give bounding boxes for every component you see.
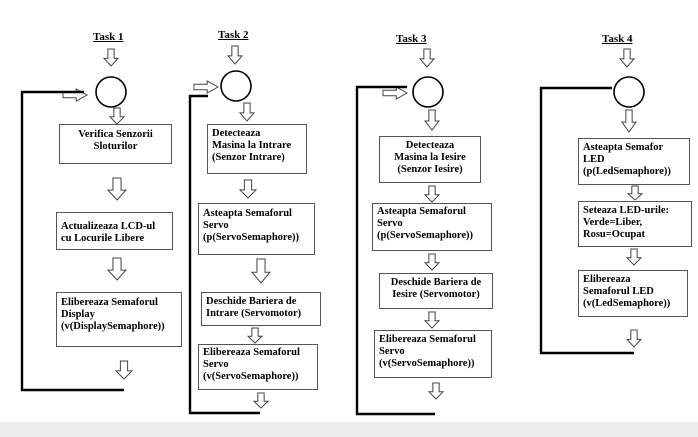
task2-step4-box: Elibereaza Semaforul Servo (v(ServoSemap… — [198, 344, 318, 390]
task1-step3-box: Elibereaza Semaforul Display (v(DisplayS… — [56, 292, 182, 347]
down-arrow-25 — [625, 329, 643, 348]
task1-title: Task 1 — [93, 31, 124, 43]
task2-junction-circle — [220, 70, 252, 102]
down-arrow-16 — [423, 109, 441, 131]
task3-title: Task 3 — [396, 33, 427, 45]
task2-loop-line — [188, 94, 260, 415]
task4-junction-circle — [613, 76, 645, 108]
down-arrow-13 — [252, 392, 270, 409]
task4-step2-box: Seteaza LED-urile: Verde=Liber, Rosu=Ocu… — [578, 201, 692, 247]
task2-title: Task 2 — [218, 29, 249, 41]
task3-step4-box: Elibereaza Semaforul Servo (v(ServoSemap… — [374, 330, 492, 378]
task2-step1-box: Detecteaza Masina la Intrare (Senzor Int… — [207, 124, 307, 174]
task4-step3-box: Elibereaza Semaforul LED (v(LedSemaphore… — [578, 270, 688, 317]
task1-step2-box: Actualizeaza LCD-ul cu Locurile Libere — [56, 212, 173, 250]
task4-loop-line — [539, 86, 634, 355]
task3-loop-line — [355, 85, 435, 416]
task3-step2-box: Asteapta Semaforul Servo (p(ServoSemapho… — [372, 203, 492, 251]
down-arrow-21 — [618, 48, 636, 68]
down-arrow-19 — [423, 311, 441, 329]
task4-title: Task 4 — [602, 33, 633, 45]
down-arrow-14 — [418, 48, 436, 68]
down-arrow-17 — [423, 185, 441, 203]
down-arrow-5 — [106, 257, 128, 281]
down-arrow-24 — [625, 248, 643, 266]
task4-step1-box: Asteapta Semafor LED (p(LedSemaphore)) — [578, 138, 690, 185]
down-arrow-9 — [238, 102, 256, 122]
down-arrow-3 — [108, 107, 126, 125]
down-arrow-7 — [226, 45, 244, 65]
task3-junction-circle — [412, 76, 444, 108]
task1-step1-box: Verifica Senzorii Sloturilor — [59, 124, 172, 164]
down-arrow-4 — [106, 177, 128, 201]
task2-step2-box: Asteapta Semaforul Servo (p(ServoSemapho… — [198, 203, 315, 255]
right-arrow-8 — [193, 80, 220, 94]
right-arrow-15 — [382, 86, 409, 100]
down-arrow-12 — [246, 327, 264, 344]
task1-junction-circle — [95, 76, 127, 108]
task2-step3-box: Deschide Bariera de Intrare (Servomotor) — [201, 292, 321, 326]
down-arrow-6 — [114, 360, 134, 380]
bottom-strip — [0, 422, 698, 437]
task1-loop-line — [20, 90, 124, 392]
down-arrow-11 — [250, 258, 272, 284]
down-arrow-23 — [626, 185, 644, 201]
down-arrow-20 — [427, 382, 445, 400]
down-arrow-18 — [423, 253, 441, 271]
task3-step1-box: Detecteaza Masina la Iesire (Senzor Iesi… — [379, 136, 481, 183]
down-arrow-1 — [102, 48, 120, 67]
task3-step3-box: Deschide Bariera de Iesire (Servomotor) — [379, 273, 493, 309]
down-arrow-10 — [238, 179, 258, 199]
down-arrow-22 — [621, 109, 637, 133]
